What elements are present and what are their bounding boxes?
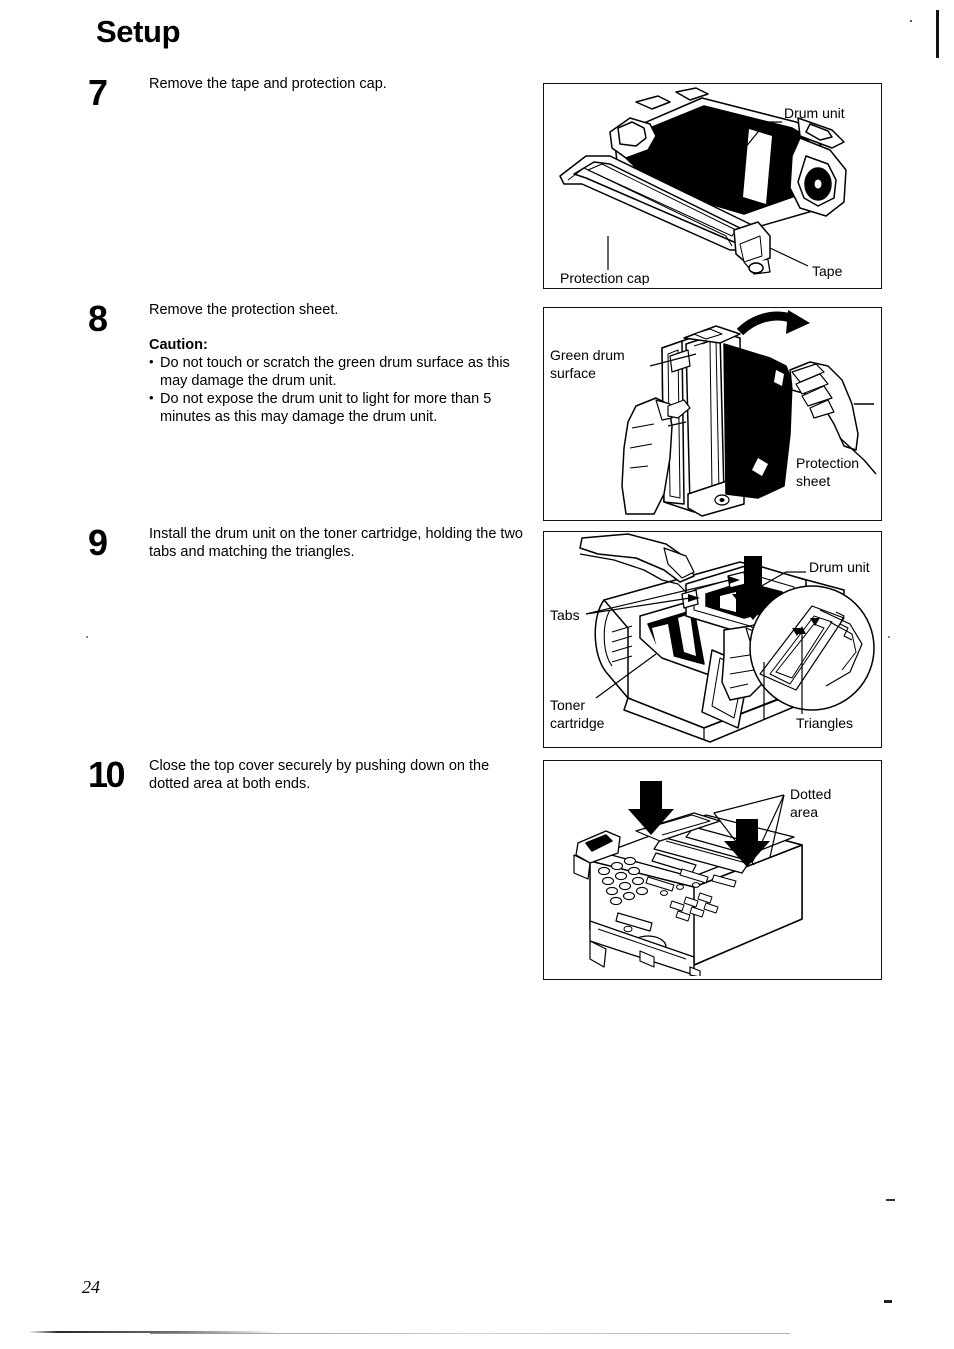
label-toner-cartridge-line2: cartridge (550, 715, 605, 731)
page-number: 24 (82, 1277, 100, 1297)
figure-install-drum-unit: Drum unit Tabs Toner cartridge Triangles (543, 531, 882, 748)
label-dotted-area-line2: area (790, 804, 818, 820)
step-8: 8 Remove the protection sheet. Caution: … (88, 301, 528, 426)
step-9: 9 Install the drum unit on the toner car… (88, 525, 528, 561)
label-drum-unit: Drum unit (784, 105, 845, 121)
step-10-text: Close the top cover securely by pushing … (149, 758, 490, 792)
label-green-drum-surface-line2: surface (550, 365, 596, 381)
caution-item: Do not touch or scratch the green drum s… (149, 353, 528, 390)
label-triangles: Triangles (796, 715, 853, 731)
label-drum-unit: Drum unit (809, 559, 870, 575)
scan-artifact-mark (936, 10, 939, 58)
figure-close-top-cover: Dotted area (543, 760, 882, 980)
step-8-text: Remove the protection sheet. (149, 302, 339, 318)
caution-list: Do not touch or scratch the green drum s… (149, 353, 528, 426)
figure-drum-unit-tape: Drum unit Protection cap Tape (543, 83, 882, 289)
step-7: 7 Remove the tape and protection cap. (88, 75, 528, 111)
step-9-text: Install the drum unit on the toner cartr… (149, 526, 523, 560)
step-7-body: Remove the tape and protection cap. (149, 75, 528, 93)
step-10: 10 Close the top cover securely by pushi… (88, 757, 528, 793)
label-green-drum-surface-line1: Green drum (550, 347, 625, 363)
label-protection-cap: Protection cap (560, 270, 650, 285)
scan-artifact-speck (886, 1199, 895, 1201)
scan-artifact-speck (884, 1300, 892, 1303)
scan-artifact-speck (86, 636, 88, 638)
scan-artifact-line (150, 1333, 790, 1334)
step-10-number: 10 (88, 754, 126, 795)
scan-artifact-line (28, 1331, 278, 1333)
label-protection-sheet-line1: Protection (796, 455, 859, 471)
step-9-number: 9 (88, 522, 108, 563)
step-7-number: 7 (88, 72, 108, 113)
step-9-body: Install the drum unit on the toner cartr… (149, 525, 528, 561)
label-toner-cartridge-line1: Toner (550, 697, 585, 713)
caution-item: Do not expose the drum unit to light for… (149, 389, 528, 426)
step-7-text: Remove the tape and protection cap. (149, 76, 387, 92)
figure-protection-sheet: Green drum surface Protection sheet (543, 307, 882, 521)
scan-artifact-speck (888, 636, 890, 638)
label-dotted-area-line1: Dotted (790, 786, 831, 802)
label-tape: Tape (812, 263, 843, 279)
scan-artifact-speck (910, 20, 912, 22)
label-tabs: Tabs (550, 607, 580, 623)
page-title: Setup (96, 14, 181, 49)
step-8-body: Remove the protection sheet. Caution: Do… (149, 301, 528, 426)
step-10-body: Close the top cover securely by pushing … (149, 757, 528, 793)
caution-heading: Caution: (149, 337, 208, 353)
label-protection-sheet-line2: sheet (796, 473, 830, 489)
step-8-number: 8 (88, 298, 108, 339)
